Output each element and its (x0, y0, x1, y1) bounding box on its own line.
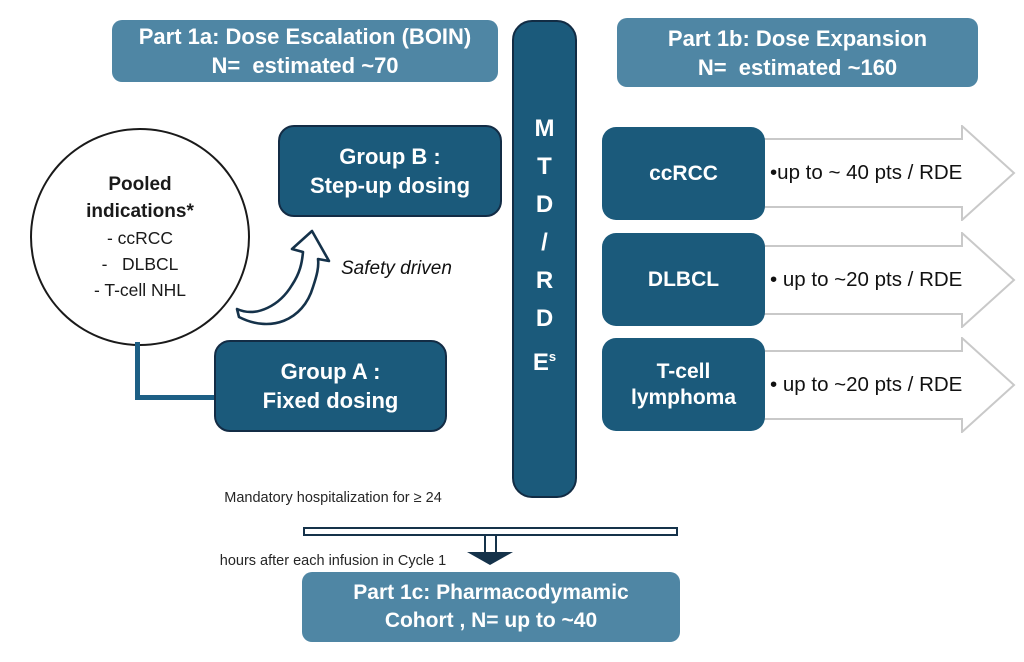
part1b-n: N= estimated ~160 (697, 54, 898, 80)
part1b-title: Part 1b: Dose Expansion (667, 25, 928, 51)
ccrcc-label: ccRCC (649, 161, 718, 185)
dlbcl-note: • up to ~20 pts / RDE (770, 268, 963, 291)
bracket-arrow-stem (484, 536, 497, 553)
pooled-item-dlbcl: - DLBCL (101, 254, 179, 274)
ccrcc-box: ccRCC (602, 127, 765, 220)
mtd-rde-bar: M T D / R D Es (512, 20, 577, 498)
connector-vertical-line (135, 342, 140, 400)
part1c-line1: Part 1c: Pharmacodymamic (353, 581, 629, 604)
mtd-letter: D (535, 191, 554, 218)
down-arrowhead-icon (467, 552, 513, 565)
mtd-superscript-s: s (548, 349, 557, 364)
hospitalization-line2: hours after each infusion in Cycle 1 (219, 553, 447, 569)
pooled-indications-circle: Pooled indications* - ccRCC - DLBCL - T-… (30, 128, 250, 346)
safety-driven-label: Safety driven (341, 258, 452, 279)
part1c-line2: Cohort , N= up to ~40 (384, 609, 598, 632)
tcell-lymphoma-box: T-cell lymphoma (602, 338, 765, 431)
part1c-box: Part 1c: Pharmacodymamic Cohort , N= up … (302, 572, 680, 642)
group-b-line2: Step-up dosing (309, 173, 471, 198)
ccrcc-note: •up to ~ 40 pts / RDE (770, 161, 963, 184)
pooled-item-tcell-nhl: - T-cell NHL (93, 280, 187, 300)
part1a-title: Part 1a: Dose Escalation (BOIN) (138, 24, 472, 49)
group-a-line1: Group A : (280, 359, 381, 384)
part1b-header: Part 1b: Dose Expansion N= estimated ~16… (617, 18, 978, 87)
mtd-letter: / (541, 229, 548, 256)
dlbcl-label: DLBCL (647, 267, 720, 291)
dlbcl-box: DLBCL (602, 233, 765, 326)
hospitalization-line1: Mandatory hospitalization for ≥ 24 (224, 490, 442, 506)
mtd-letter: D (535, 305, 554, 332)
mtd-letter: T (537, 153, 552, 180)
bracket-bar (303, 527, 678, 536)
curved-up-arrow-icon (235, 229, 331, 326)
expansion-arrow-ccrcc-icon (757, 125, 1016, 221)
part1a-header: Part 1a: Dose Escalation (BOIN) N= estim… (112, 20, 498, 82)
hospitalization-note: Mandatory hospitalization for ≥ 24 hours… (168, 446, 498, 614)
mtd-letter-e: Es (532, 349, 557, 376)
connector-horizontal-line (135, 395, 215, 400)
group-a-line2: Fixed dosing (262, 388, 399, 413)
pooled-item-ccrcc: - ccRCC (106, 228, 174, 248)
pooled-title-line1: Pooled (108, 174, 172, 195)
mtd-letter: M (534, 115, 555, 142)
tcell-label-line2: lymphoma (630, 385, 737, 409)
pooled-title-line2: indications* (86, 201, 194, 222)
tcell-note: • up to ~20 pts / RDE (770, 373, 963, 396)
expansion-arrow-dlbcl-icon (757, 232, 1016, 328)
expansion-arrow-tcell-icon (757, 337, 1016, 433)
part1a-n: N= estimated ~70 (211, 53, 399, 78)
group-a-box: Group A : Fixed dosing (214, 340, 447, 432)
group-b-line1: Group B : (339, 144, 441, 169)
group-b-box: Group B : Step-up dosing (278, 125, 502, 217)
tcell-label-line1: T-cell (656, 359, 711, 383)
mtd-letter: R (535, 267, 554, 294)
